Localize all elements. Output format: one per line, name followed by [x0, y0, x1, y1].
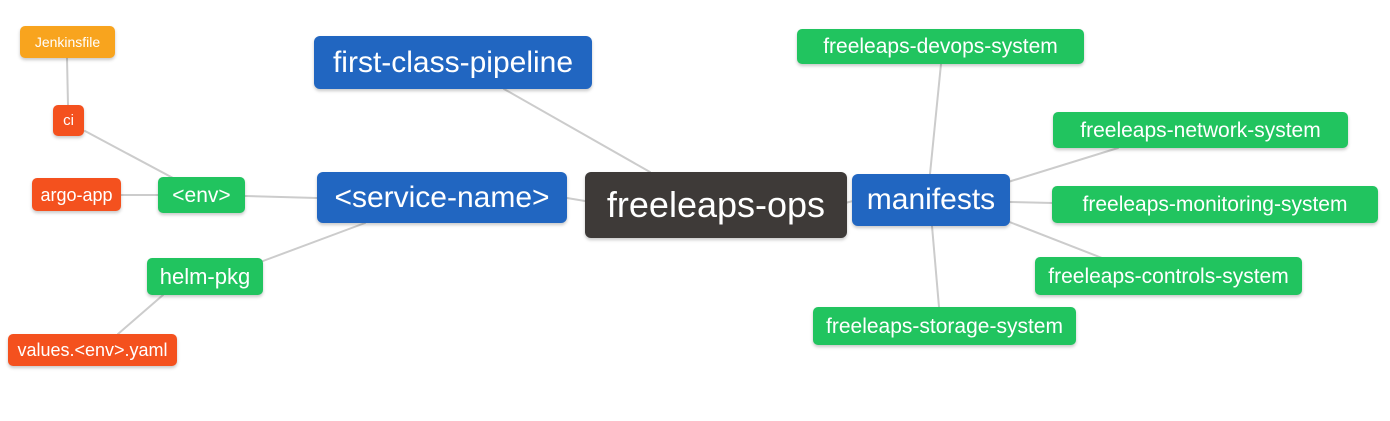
edge-manifests-to-freeleaps-controls-system — [1006, 220, 1103, 259]
edge-first-class-pipeline-to-freeleaps-ops — [503, 88, 651, 173]
node-freeleaps-monitoring-system[interactable]: freeleaps-monitoring-system — [1052, 186, 1378, 223]
node-values-env-yaml[interactable]: values.<env>.yaml — [8, 334, 177, 366]
node-service-name[interactable]: <service-name> — [317, 172, 567, 223]
edge-manifests-to-freeleaps-storage-system — [931, 225, 940, 308]
edge-jenkinsfile-to-ci — [66, 57, 69, 106]
edge-helm-pkg-to-values-env-yaml — [117, 294, 164, 335]
node-ci[interactable]: ci — [53, 105, 84, 136]
node-freeleaps-storage-system[interactable]: freeleaps-storage-system — [813, 307, 1076, 345]
node-freeleaps-devops-system[interactable]: freeleaps-devops-system — [797, 29, 1084, 64]
edge-ci-to-env — [84, 130, 174, 179]
edge-manifests-to-freeleaps-monitoring-system — [1009, 201, 1054, 204]
node-freeleaps-controls-system[interactable]: freeleaps-controls-system — [1035, 257, 1302, 295]
node-jenkinsfile[interactable]: Jenkinsfile — [20, 26, 115, 58]
node-helm-pkg[interactable]: helm-pkg — [147, 258, 263, 295]
node-first-class-pipeline[interactable]: first-class-pipeline — [314, 36, 592, 89]
edge-service-name-to-helm-pkg — [262, 222, 366, 262]
node-env[interactable]: <env> — [158, 177, 245, 213]
node-argo-app[interactable]: argo-app — [32, 178, 121, 211]
edge-manifests-to-freeleaps-devops-system — [929, 63, 942, 175]
edge-service-name-to-freeleaps-ops — [566, 197, 586, 202]
node-freeleaps-ops[interactable]: freeleaps-ops — [585, 172, 847, 238]
node-manifests[interactable]: manifests — [852, 174, 1010, 226]
edge-env-to-service-name — [244, 195, 318, 199]
edge-manifests-to-freeleaps-network-system — [1007, 147, 1119, 183]
node-freeleaps-network-system[interactable]: freeleaps-network-system — [1053, 112, 1348, 148]
